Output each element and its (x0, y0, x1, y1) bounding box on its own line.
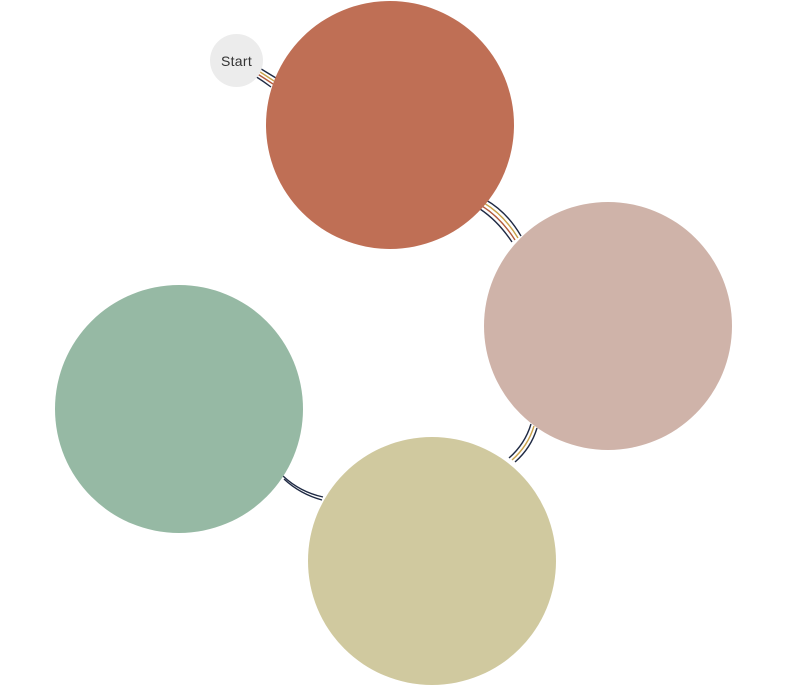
link-a-to-b (479, 199, 522, 243)
link-b-to-c (508, 423, 538, 463)
diagram-node-c[interactable] (308, 437, 556, 685)
diagram-node-b[interactable] (484, 202, 732, 450)
link-c-to-d (282, 475, 324, 501)
start-node[interactable]: Start (210, 34, 263, 87)
start-label: Start (220, 52, 253, 69)
diagram-node-d[interactable] (55, 285, 303, 533)
diagram-node-a[interactable] (266, 1, 514, 249)
